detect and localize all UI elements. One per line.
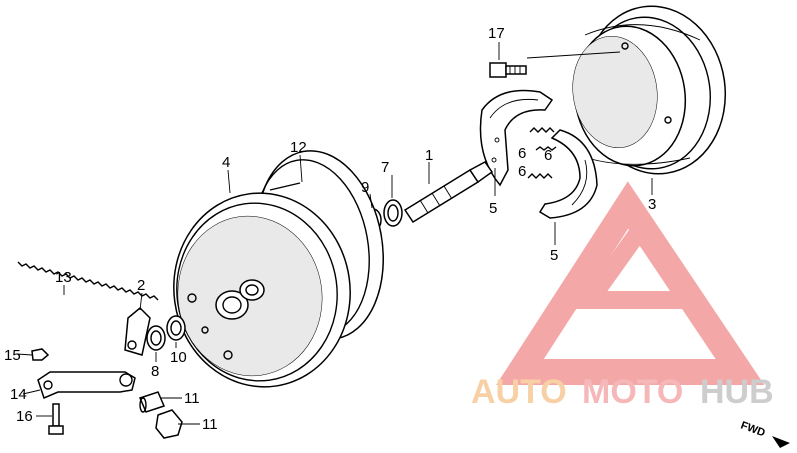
callout-11-lower: 10	[170, 349, 187, 366]
bolt-part-16	[48, 403, 64, 435]
callout-6-lower: 6	[518, 163, 526, 180]
brake-panel-part-4	[173, 192, 351, 388]
callout-16: 16	[16, 408, 33, 425]
dust-seal-part-7	[146, 325, 166, 351]
cap-nut-part-15	[155, 409, 183, 439]
callout-11-upper: 9	[361, 179, 369, 196]
callout-13: 13	[55, 269, 72, 286]
callout-9: 15	[4, 347, 21, 364]
callout-labels: 17 3 1 7 9 12 4 5 5 6 6 6 13 2 8 10 15 1…	[4, 25, 656, 433]
callout-15: 11	[202, 416, 218, 433]
callout-5-lower: 5	[550, 247, 558, 264]
callout-1: 1	[425, 147, 433, 164]
shoe-springs-part-6	[527, 127, 557, 179]
callout-12: 12	[290, 139, 307, 156]
brake-shoe-upper-part-5	[479, 89, 554, 187]
fwd-label: FWD	[739, 420, 767, 440]
callout-5-upper: 5	[489, 200, 497, 217]
watermark-triangle-inner	[572, 214, 708, 309]
felt-seal-part-10	[383, 199, 403, 227]
callout-6-right: 6	[544, 147, 552, 164]
leader-lines	[16, 42, 653, 425]
callout-10: 7	[381, 159, 389, 176]
wear-indicator-part-2	[124, 306, 151, 356]
callout-3: 3	[648, 196, 656, 213]
callout-14: 11	[184, 390, 200, 407]
brake-cam-part-1	[403, 161, 494, 224]
spring-part-13	[17, 261, 159, 301]
nut-part-9	[31, 348, 50, 361]
forward-arrow: FWD	[739, 420, 790, 448]
brake-drum-part-3	[572, 5, 727, 175]
watermark-moto: MOTO	[582, 373, 683, 411]
bolt-part-17	[489, 62, 527, 78]
callout-7: 8	[151, 363, 159, 380]
callout-6-left: 6	[518, 145, 526, 162]
callout-8: 14	[10, 386, 27, 403]
watermark-hub: HUB	[700, 373, 774, 411]
watermark-logo: AUTO MOTO HUB	[471, 181, 774, 411]
watermark-auto: AUTO	[471, 373, 567, 411]
washer-part-11-lower	[166, 315, 186, 341]
brake-arm-part-8	[37, 371, 136, 400]
callout-17: 17	[488, 25, 505, 42]
callout-2: 2	[137, 277, 145, 294]
callout-4: 4	[222, 154, 230, 171]
brake-shoe-lower-part-5	[538, 129, 598, 219]
collar-part-14	[138, 391, 166, 413]
